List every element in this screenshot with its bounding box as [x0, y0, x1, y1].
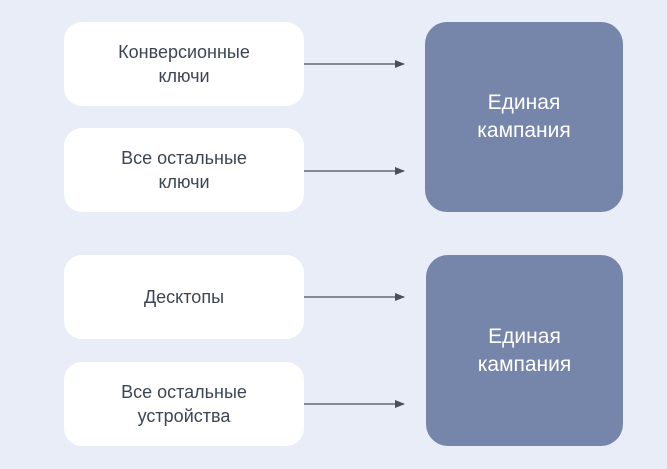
source-box-other-keys: Все остальные ключи [64, 128, 304, 212]
target-label: Единая кампания [477, 91, 571, 142]
source-label: Конверсионные ключи [118, 42, 250, 86]
source-box-conversion-keys: Конверсионные ключи [64, 22, 304, 106]
source-box-desktops: Десктопы [64, 255, 304, 339]
source-label: Десктопы [143, 287, 224, 307]
source-label: Все остальные ключи [121, 148, 247, 192]
target-box-unified-campaign-2: Единая кампания [426, 255, 623, 446]
source-label: Все остальные устройства [121, 382, 247, 426]
target-box-unified-campaign-1: Единая кампания [425, 22, 623, 212]
target-label: Единая кампания [477, 324, 572, 376]
source-box-other-devices: Все остальные устройства [64, 362, 304, 446]
